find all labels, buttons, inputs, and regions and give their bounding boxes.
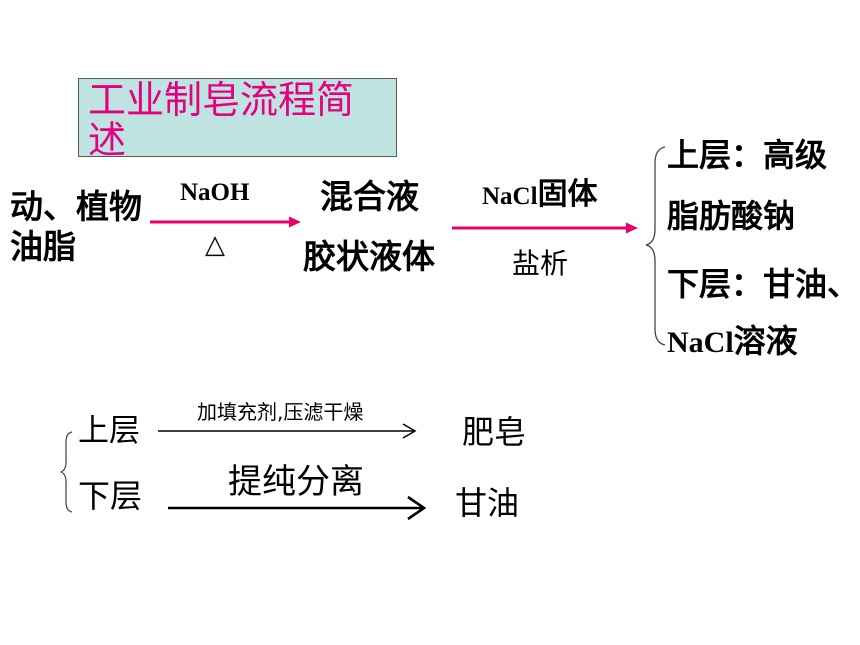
arrow-salting-out <box>452 222 638 234</box>
mixture-line-2: 胶状液体 <box>303 237 435 276</box>
bottom-brace <box>59 431 73 513</box>
upper-layer-line-2: 脂肪酸钠 <box>667 197 796 235</box>
bottom-upper-label: 上层 <box>78 413 140 449</box>
reactant-line-2: 油脂 <box>10 227 76 266</box>
slide-title: 工业制皂流程简述 <box>88 78 355 162</box>
salting-out-label: 盐析 <box>512 247 569 280</box>
reagent-naoh: NaOH <box>180 179 250 206</box>
title-box: 工业制皂流程简述 <box>78 78 397 162</box>
lower-layer-line-1: 下层：甘油、 <box>667 265 860 303</box>
reagent-nacl-formula: NaCl <box>482 183 538 210</box>
arrow-naoh <box>150 216 301 228</box>
bottom-lower-label: 下层 <box>78 477 143 515</box>
right-brace <box>645 146 666 346</box>
lower-layer-text: 溶液 <box>733 322 798 360</box>
lower-layer-formula: NaCl <box>667 326 734 359</box>
upper-layer-line-1: 上层：高级 <box>667 136 828 174</box>
bottom-lower-process: 提纯分离 <box>228 462 364 502</box>
mixture-line-1: 混合液 <box>320 177 419 216</box>
reagent-nacl-solid: NaCl固体 <box>482 180 598 210</box>
arrow-glycerol-process <box>168 495 427 521</box>
lower-layer-line-2: NaCl溶液 <box>667 325 798 358</box>
product-glycerol: 甘油 <box>455 484 520 522</box>
product-soap: 肥皂 <box>462 413 527 451</box>
heat-condition: △ <box>205 230 225 260</box>
reagent-nacl-state: 固体 <box>537 177 598 212</box>
bottom-upper-process: 加填充剂,压滤干燥 <box>197 400 364 424</box>
arrow-soap-process <box>158 423 417 439</box>
reactant-line-1: 动、植物 <box>10 187 142 226</box>
